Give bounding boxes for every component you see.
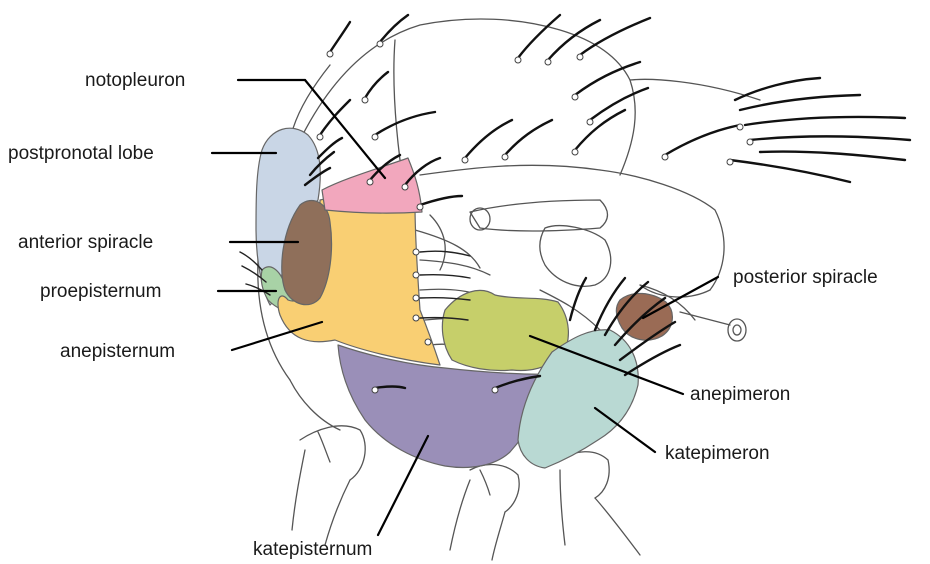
label-katepimeron: katepimeron <box>665 443 770 464</box>
label-anterior-spiracle: anterior spiracle <box>18 232 153 253</box>
label-anepisternum: anepisternum <box>60 341 175 362</box>
label-anepimeron: anepimeron <box>690 384 790 405</box>
label-posterior-spiracle: posterior spiracle <box>733 267 878 288</box>
label-postpronotal-lobe: postpronotal lobe <box>8 143 154 164</box>
label-katepisternum: katepisternum <box>253 539 372 560</box>
label-proepisternum: proepisternum <box>40 281 161 302</box>
label-notopleuron: notopleuron <box>85 70 185 91</box>
